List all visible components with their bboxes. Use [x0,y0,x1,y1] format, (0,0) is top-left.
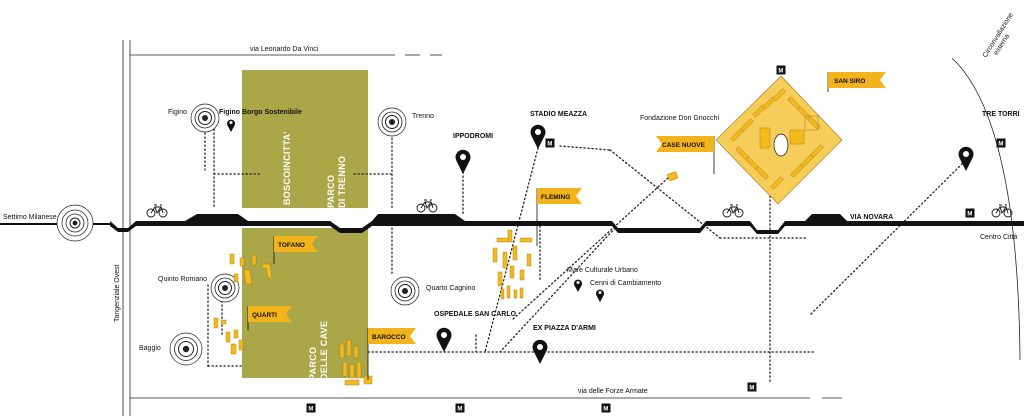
via-leonardo-label: via Leonardo Da Vinci [250,46,319,53]
flag-san-siro: SAN SIRO [827,72,886,92]
svg-text:M: M [967,211,972,217]
case-nuove-building [666,171,679,182]
svg-text:M: M [778,68,783,74]
circonvallazione-arc [951,57,1021,361]
parco-trenno-line2: DI TRENNO [337,156,347,208]
target-circle-icon [56,204,94,242]
mare-culturale-label: Mare Culturale Urbano [567,267,638,274]
quarto-cagnino-label: Quarto Cagnino [426,285,476,292]
target-circle-icon [169,332,203,366]
svg-text:SAN SIRO: SAN SIRO [834,78,865,85]
road-thick-band [110,214,1024,234]
centro-citta-label: Centro Città [980,234,1017,241]
location-pin-icon [455,149,471,174]
dots-carlo-diag [499,227,616,353]
metro-icon: M [776,65,786,75]
svg-text:QUARTI: QUARTI [252,312,277,319]
settimo-milanese-label: Settimo Milanese [3,214,57,221]
target-circle-icon [210,273,240,303]
via-forze-armate-label: via delle Forze Armate [578,388,648,395]
location-pin-icon [596,289,604,302]
location-pin-icon [574,279,582,292]
flag-tofano: TOFANO [273,236,318,264]
metro-icon: M [455,403,465,413]
svg-text:M: M [998,141,1003,147]
baggio-label: Baggio [139,345,161,352]
bicycle-icon [146,204,168,218]
svg-text:TOFANO: TOFANO [278,242,305,249]
tre-torri-label: TRE TORRI [982,111,1020,118]
ippodromi-label: IPPODROMI [453,133,493,140]
tofano-buildings [229,253,273,285]
boscoincitta-label: BOSCOINCITTA' [282,131,292,205]
dots-casenuove-diag [511,177,669,321]
san-siro-buildings [715,75,843,205]
ex-piazza-armi-label: EX PIAZZA D'ARMI [533,325,596,332]
bicycle-icon [416,199,438,213]
via-novara-label: VIA NOVARA [850,214,893,221]
svg-text:CASE NUOVE: CASE NUOVE [662,142,706,149]
bicycle-icon [722,204,744,218]
circonvallazione-label: Circonvallazioneesterna [982,12,1022,64]
metro-icon: M [996,138,1006,148]
target-circle-icon [390,276,420,306]
location-pin-icon [958,146,974,171]
dots-stadio-h [559,145,611,151]
ospedale-san-carlo-label: OSPEDALE SAN CARLO [434,311,517,318]
svg-text:M: M [457,406,462,412]
svg-text:M: M [603,406,608,412]
svg-text:FLEMING: FLEMING [541,194,570,201]
bicycle-icon [991,204,1013,218]
dots-tre-torri-diag [809,157,969,316]
cenni-label: Cenni di Cambiamento [590,280,661,287]
svg-text:M: M [308,406,313,412]
metro-icon: M [545,138,555,148]
target-circle-icon [377,107,407,137]
trenno-label: Trenno [412,113,434,120]
metro-icon: M [965,208,975,218]
parco-trenno-label: PARCODI TRENNO [326,156,347,208]
road-thin-west [0,223,110,225]
flag-barocco: BAROCCO [367,328,416,380]
metro-icon: M [306,403,316,413]
dotted-connections [204,124,969,383]
figino-borgo-label: Figino Borgo Sostenibile [219,109,302,116]
quarti-buildings [213,317,244,355]
svg-text:M: M [547,141,552,147]
stadio-meazza-label: STADIO MEAZZA [530,111,587,118]
target-circle-icon [190,103,220,133]
location-pin-icon [530,124,546,149]
location-pin-icon [436,327,452,352]
svg-text:M: M [749,385,754,391]
park-boscoincitta-area [242,70,368,208]
location-pin-icon [227,119,235,132]
metro-icon: M [747,382,757,392]
metro-icon: M [601,403,611,413]
flag-case-nuove: CASE NUOVE [656,136,715,174]
don-gnocchi-label: Fondazione Don Gnocchi [640,115,719,122]
tangenziale-label: Tangenziale Ovest [114,264,121,322]
fleming-buildings [492,229,533,300]
quinto-romano-label: Quinto Romano [158,276,207,283]
parco-cave-label: PARCODELLE CAVE [308,321,329,380]
location-pin-icon [532,339,548,364]
via-novara-road: VIA NOVARA [0,214,1024,234]
parco-trenno-line1: PARCO [326,175,336,208]
figino-label: Figino [168,109,187,116]
parco-cave-line2: DELLE CAVE [319,321,329,380]
flag-quarti: QUARTI [247,306,292,330]
dots-stadio-diag [484,147,539,353]
flag-fleming: FLEMING [536,188,582,246]
parco-cave-line1: PARCO [308,347,318,380]
dots-gnocchi-diag [609,149,721,239]
svg-text:BAROCCO: BAROCCO [372,334,406,341]
